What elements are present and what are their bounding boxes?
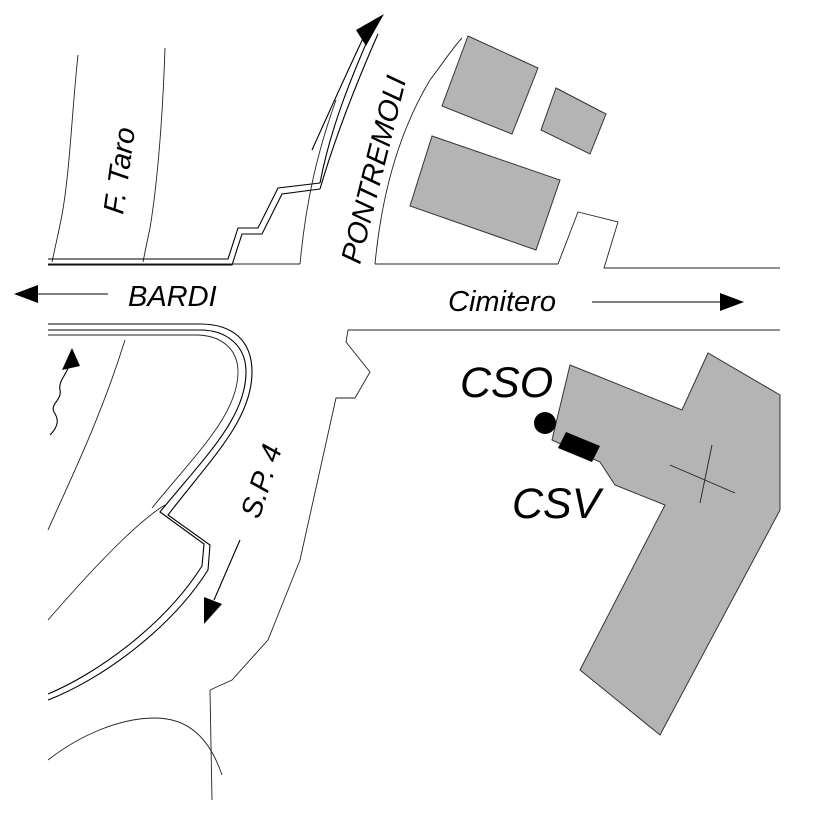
building-3 xyxy=(409,135,561,251)
csv-marker-icon xyxy=(558,432,600,462)
bardi-label: BARDI xyxy=(128,281,217,313)
cimitero-road-edge xyxy=(209,329,780,691)
sp4-road xyxy=(47,323,253,701)
cimitero-arrow-icon xyxy=(592,293,744,311)
northeast-road-edge xyxy=(557,211,780,269)
pontremoli-road xyxy=(299,29,558,265)
pontremoli-label: PONTREMOLI xyxy=(336,73,413,267)
building-main xyxy=(551,352,781,736)
bardi-arrow-icon xyxy=(14,285,108,303)
csv-label: CSV xyxy=(512,480,605,528)
sp4-label: S.P. 4 xyxy=(235,441,289,522)
cso-label: CSO xyxy=(460,359,553,407)
cross-mark-icon xyxy=(669,444,736,504)
sp4-arrow-icon xyxy=(204,539,241,624)
buildings xyxy=(409,35,781,736)
building-1 xyxy=(441,35,539,135)
building-2 xyxy=(540,87,607,155)
minor-edges xyxy=(47,339,223,801)
upper-road-edge xyxy=(48,182,321,266)
river-label: F. Taro xyxy=(98,125,142,216)
cso-marker-icon xyxy=(534,412,556,434)
cimitero-label: Cimitero xyxy=(448,286,556,318)
wavy-arrow-icon xyxy=(49,348,80,436)
pontremoli-arrow-icon xyxy=(311,14,384,151)
river-taro xyxy=(51,47,166,263)
